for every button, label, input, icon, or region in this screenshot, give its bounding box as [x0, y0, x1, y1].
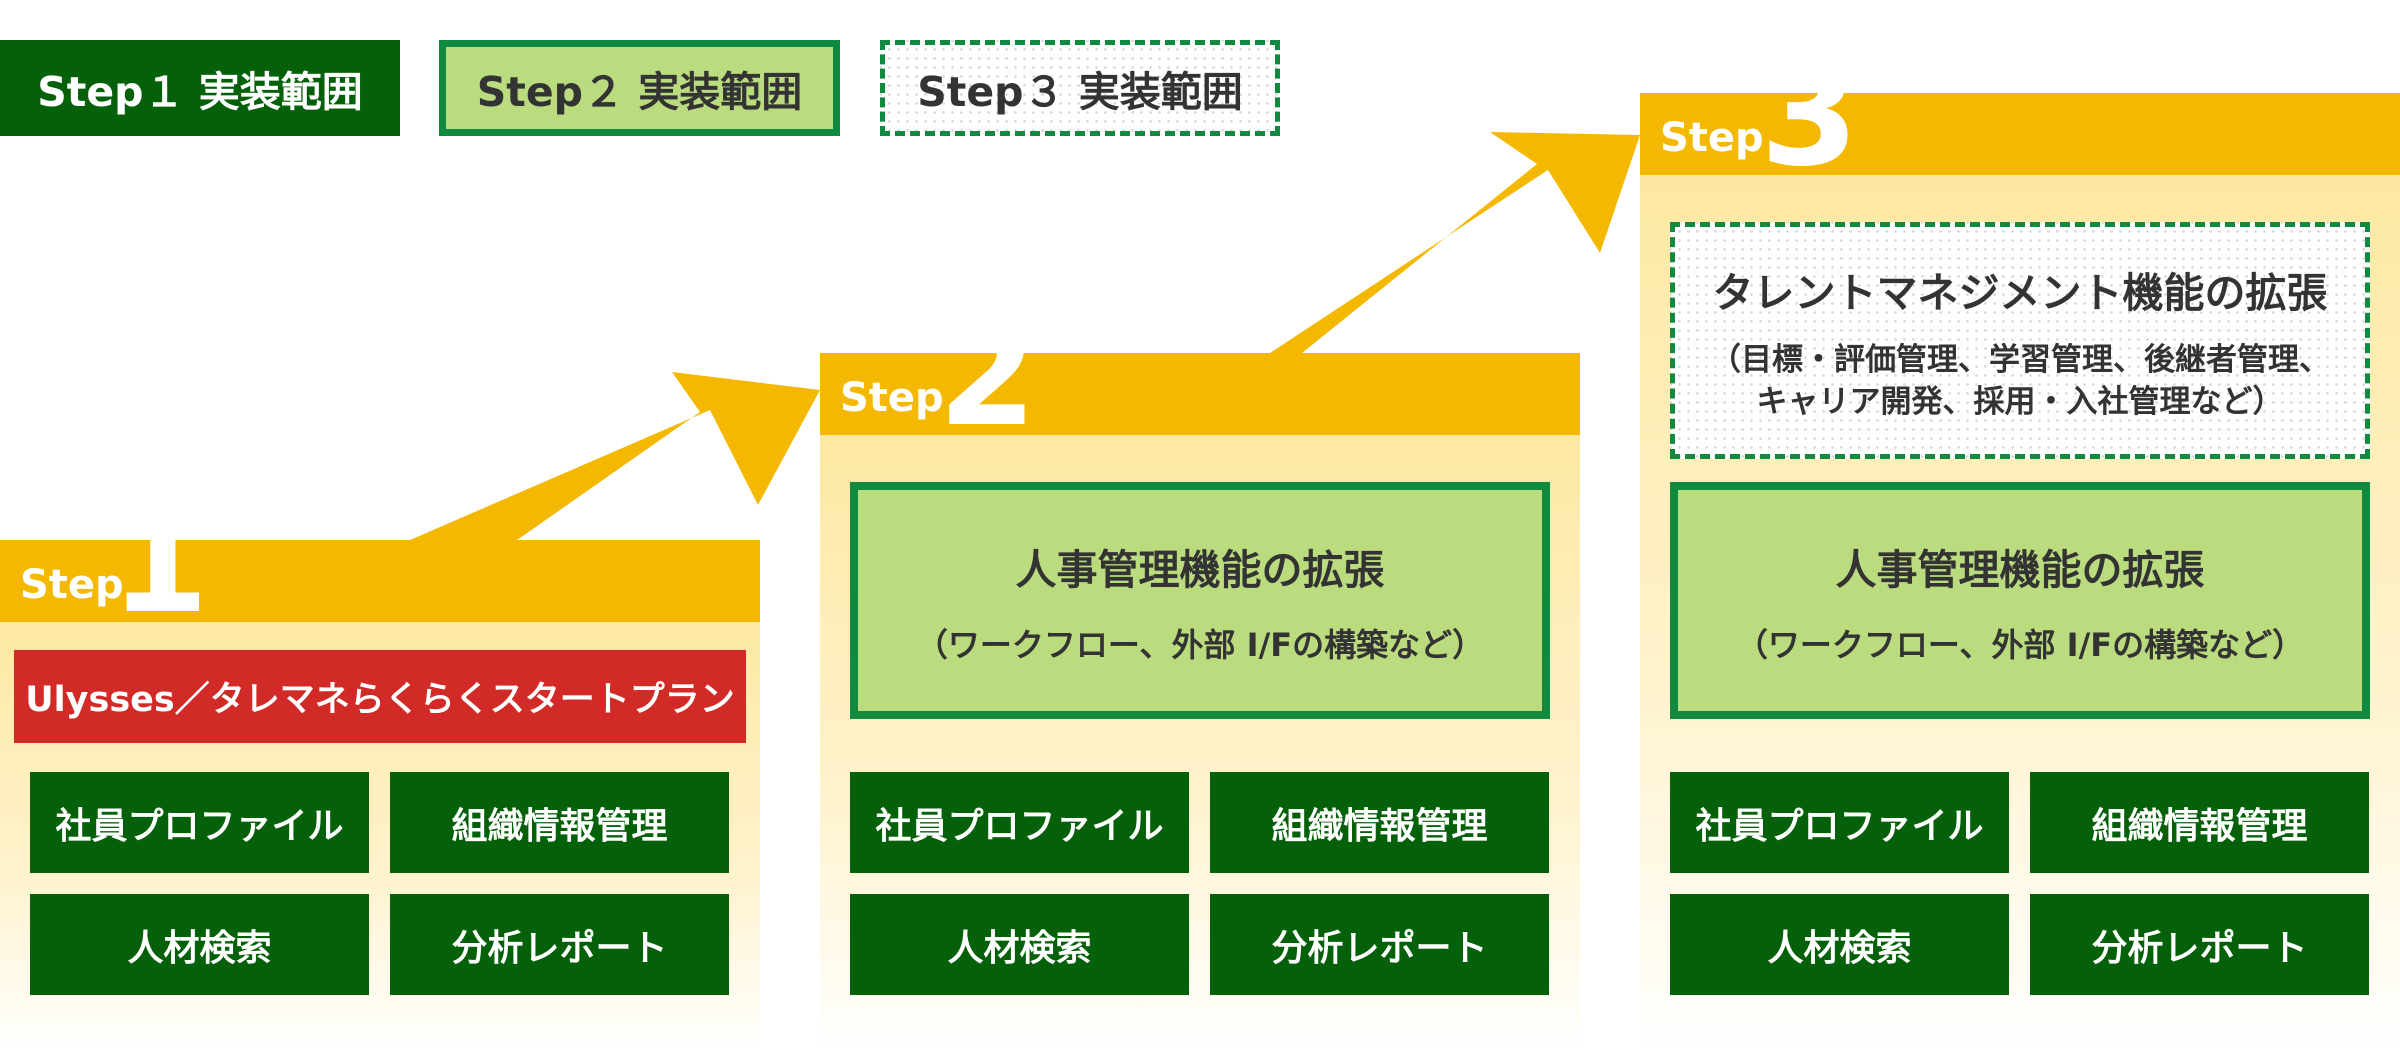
legend-step1: Step１ 実装範囲 [0, 40, 400, 136]
tile-org-info: 組織情報管理 [2030, 772, 2369, 873]
step-word: Step [840, 375, 944, 421]
hr-expansion-title: 人事管理機能の拡張 [1835, 545, 2205, 594]
tile-talent-search: 人材検索 [1670, 894, 2009, 995]
tile-employee-profile: 社員プロファイル [1670, 772, 2009, 873]
tile-org-info: 組織情報管理 [1210, 772, 1549, 873]
step-number: 3 [1760, 33, 1859, 198]
tile-analysis-report: 分析レポート [2030, 894, 2369, 995]
step-number: 2 [938, 293, 1037, 458]
tile-talent-search: 人材検索 [30, 894, 369, 995]
talent-expansion-box: タレントマネジメント機能の拡張 （目標・評価管理、学習管理、後継者管理、 キャリ… [1670, 222, 2370, 459]
tile-employee-profile: 社員プロファイル [850, 772, 1189, 873]
step-word: Step [1660, 115, 1764, 161]
legend-step2: Step２ 実装範囲 [439, 40, 840, 136]
tile-org-info: 組織情報管理 [390, 772, 729, 873]
hr-expansion-title: 人事管理機能の拡張 [1015, 545, 1385, 594]
step-word: Step [20, 562, 124, 608]
legend-step3: Step３ 実装範囲 [880, 40, 1280, 136]
tile-analysis-report: 分析レポート [1210, 894, 1549, 995]
hr-expansion-box: 人事管理機能の拡張 （ワークフロー、外部 I/Fの構築など） [1670, 482, 2370, 719]
hr-expansion-subtitle: （ワークフロー、外部 I/Fの構築など） [915, 625, 1485, 664]
talent-expansion-subtitle-line2: キャリア開発、採用・入社管理など） [1756, 383, 2284, 420]
talent-expansion-subtitle-line1: （目標・評価管理、学習管理、後継者管理、 [1710, 341, 2330, 378]
tile-analysis-report: 分析レポート [390, 894, 729, 995]
tile-employee-profile: 社員プロファイル [30, 772, 369, 873]
step2-header: Step 2 [820, 305, 1580, 447]
step1-header: Step 1 [0, 492, 760, 634]
hr-expansion-subtitle: （ワークフロー、外部 I/Fの構築など） [1735, 625, 2305, 664]
step3-header: Step 3 [1640, 45, 2400, 187]
talent-expansion-title: タレントマネジメント機能の拡張 [1712, 268, 2328, 317]
tile-talent-search: 人材検索 [850, 894, 1189, 995]
step-number: 1 [110, 480, 209, 645]
plan-banner: Ulysses／タレマネらくらくスタートプラン [14, 650, 746, 743]
hr-expansion-box: 人事管理機能の拡張 （ワークフロー、外部 I/Fの構築など） [850, 482, 1550, 719]
